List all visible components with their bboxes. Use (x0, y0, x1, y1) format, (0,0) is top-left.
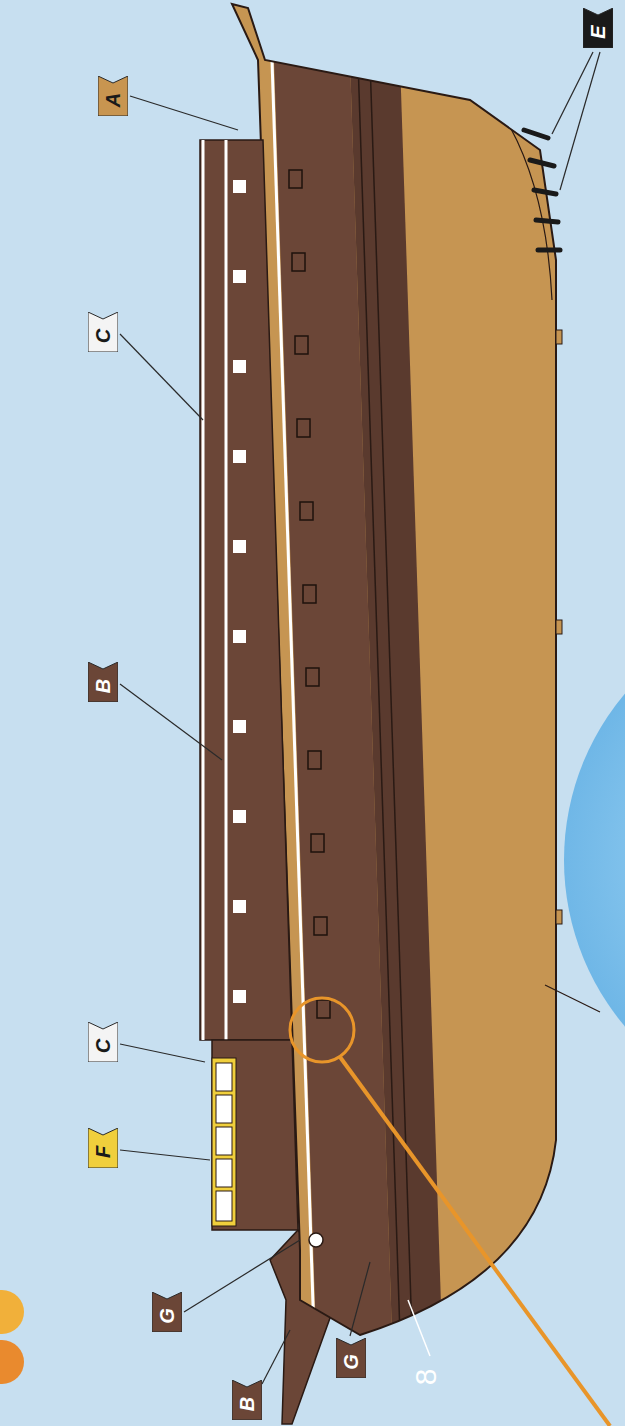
forecastle-windows (216, 1063, 232, 1221)
keel-tab (556, 330, 562, 344)
part-letter: B (93, 678, 113, 692)
orange-dot (0, 1340, 24, 1384)
castle-windows (233, 180, 246, 1003)
part-tag: B (88, 662, 118, 702)
rudder-hinges (524, 130, 560, 250)
part-letter: C (93, 1038, 113, 1052)
part-letter: G (341, 1354, 361, 1370)
detail-circle (564, 602, 625, 1118)
part-letter: E (588, 25, 608, 38)
gunports (289, 170, 330, 1018)
forecastle (212, 1040, 298, 1230)
part-letter: A (103, 92, 123, 106)
flag-shape (88, 662, 118, 702)
flag-shape (336, 1338, 366, 1378)
wale-band (348, 0, 445, 1426)
leader-lines (120, 52, 600, 1384)
part-tag: G (152, 1292, 182, 1332)
part-letter: G (157, 1308, 177, 1324)
part-tag: F (88, 1128, 118, 1168)
hawse-hole (309, 1233, 323, 1247)
flag-shape (152, 1292, 182, 1332)
flag-shape (583, 8, 613, 48)
wale-line (356, 0, 403, 1426)
flag-shape (98, 76, 128, 116)
stern-line (505, 118, 552, 300)
part-tag: E (583, 8, 613, 48)
castle-rail (225, 140, 228, 1040)
part-tag: C (88, 312, 118, 352)
part-letter: C (93, 328, 113, 342)
part-tag: G (336, 1338, 366, 1378)
part-tag: B (232, 1380, 262, 1420)
part-tag: C (88, 1022, 118, 1062)
callout-leader (408, 1300, 430, 1356)
keel-tab (556, 620, 562, 634)
keel-tab (556, 910, 562, 924)
flag-shape (88, 1022, 118, 1062)
magnifier-line (340, 1057, 610, 1426)
castle-rail (202, 140, 205, 1040)
flag-shape (88, 1128, 118, 1168)
magnifier-circle (290, 998, 354, 1062)
detail-leader (545, 985, 600, 1012)
flag-shape (88, 312, 118, 352)
callout-number: 8 (411, 1369, 441, 1386)
flag-shape (232, 1380, 262, 1420)
wale-line (368, 0, 415, 1426)
forecastle-frame (212, 1058, 236, 1226)
part-letter: F (93, 1145, 113, 1157)
orange-dot (0, 1290, 24, 1334)
part-letter: B (237, 1396, 257, 1410)
stern-castle (200, 140, 292, 1040)
part-tag: A (98, 76, 128, 116)
